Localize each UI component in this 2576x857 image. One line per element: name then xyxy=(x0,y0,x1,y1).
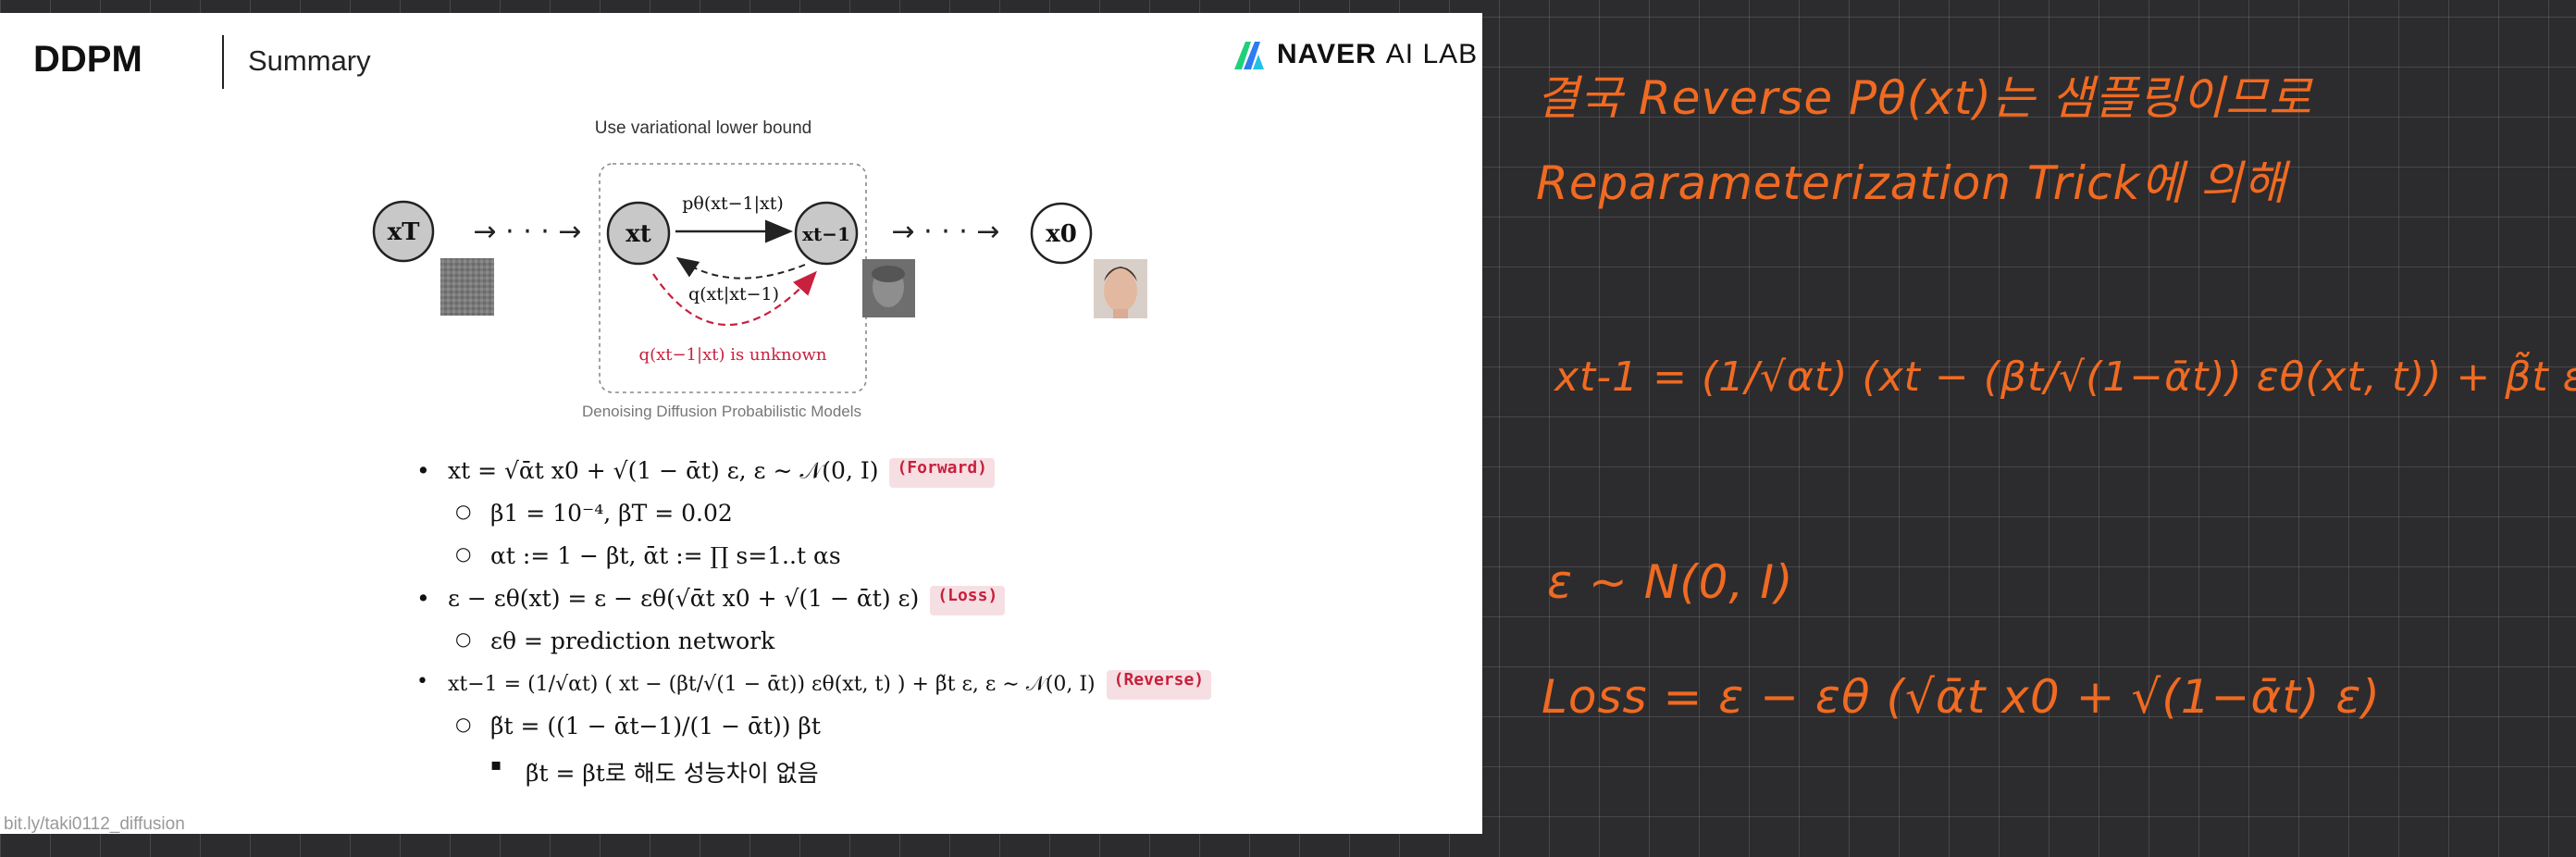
bullet-circle: ○ xyxy=(455,542,472,565)
bullet-circle: ○ xyxy=(455,713,472,735)
node-xt-minus-1-label: xt−1 xyxy=(802,223,850,245)
bullet-dot: • xyxy=(416,670,428,693)
q-forward-arrow xyxy=(675,256,806,279)
equation-loss: • ε − εθ(xt) = ε − εθ(√ᾱt x0 + √(1 − ᾱt)… xyxy=(416,585,1434,627)
ddpm-markov-chain-diagram: Use variational lower bound xT → · · · →… xyxy=(372,118,1147,420)
reverse-tag: (Reverse) xyxy=(1106,670,1212,700)
equation-beta: ○ β1 = 10⁻⁴, βT = 0.02 xyxy=(416,500,1434,542)
equation-beta-tilde: ○ β̃t = ((1 − ᾱt−1)/(1 − ᾱt)) βt xyxy=(416,713,1434,755)
vlb-dashed-box xyxy=(599,163,867,393)
beta-tilde-formula: β̃t = ((1 − ᾱt−1)/(1 − ᾱt)) βt xyxy=(490,713,821,739)
bullet-square: ▪ xyxy=(490,755,502,775)
node-xt-label: xt xyxy=(625,220,651,248)
title-divider xyxy=(222,35,224,89)
forward-tag: (Forward) xyxy=(889,457,996,488)
loss-formula: ε − εθ(xt) = ε − εθ(√ᾱt x0 + √(1 − ᾱt) ε… xyxy=(448,585,920,612)
equation-reverse: • xt−1 = (1/√αt) ( xt − (βt/√(1 − ᾱt)) ε… xyxy=(416,670,1434,713)
node-xT-label: xT xyxy=(388,218,421,246)
unknown-posterior-arrow xyxy=(652,270,817,327)
q-label: q(xt|xt−1) xyxy=(688,284,779,304)
equation-eps-network: ○ εθ = prediction network xyxy=(416,627,1434,670)
slide-subtitle: Summary xyxy=(248,44,371,77)
dots-left: → · · · → xyxy=(473,216,581,248)
generated-face-image xyxy=(1094,259,1147,318)
node-xt-minus-1 xyxy=(794,201,859,266)
unknown-posterior-label: q(xt−1|xt) is unknown xyxy=(639,345,827,365)
partially-denoised-face-image xyxy=(862,259,915,317)
node-x0-label: x0 xyxy=(1046,220,1077,248)
alpha-formula: αt := 1 − βt, ᾱt := ∏ s=1..t αs xyxy=(490,542,841,569)
node-x0 xyxy=(1030,202,1093,265)
equation-list: • xt = √ᾱt x0 + √(1 − ᾱt) ε, ε ∼ 𝒩(0, I)… xyxy=(416,457,1434,798)
equation-alpha: ○ αt := 1 − βt, ᾱt := ∏ s=1..t αs xyxy=(416,542,1434,585)
reverse-formula: xt−1 = (1/√αt) ( xt − (βt/√(1 − ᾱt)) εθ(… xyxy=(448,673,1096,696)
node-xt xyxy=(606,201,671,266)
naver-logo-icon xyxy=(1234,42,1264,69)
forward-formula: xt = √ᾱt x0 + √(1 − ᾱt) ε, ε ∼ 𝒩(0, I) xyxy=(448,457,879,484)
logo-text-naver: NAVER xyxy=(1277,39,1377,69)
bullet-dot: • xyxy=(416,457,430,484)
noise-image xyxy=(440,258,494,316)
beta-formula: β1 = 10⁻⁴, βT = 0.02 xyxy=(490,500,733,527)
equation-beta-tilde-note: ▪ β̃t = βt로 해도 성능차이 없음 xyxy=(416,755,1434,798)
logo-text-ai-lab: AI LAB xyxy=(1385,39,1479,69)
diagram-top-caption: Use variational lower bound xyxy=(595,118,811,138)
p-theta-label: pθ(xt−1|xt) xyxy=(682,193,784,214)
equation-forward: • xt = √ᾱt x0 + √(1 − ᾱt) ε, ε ∼ 𝒩(0, I)… xyxy=(416,457,1434,500)
bullet-circle: ○ xyxy=(455,500,472,522)
naver-ai-lab-logo: NAVER AI LAB xyxy=(1231,33,1478,76)
lecture-slide: DDPM Summary NAVER AI LAB Use variationa… xyxy=(0,13,1482,834)
bullet-dot: • xyxy=(416,585,430,612)
source-watermark: bit.ly/taki0112_diffusion xyxy=(4,814,185,834)
bullet-circle: ○ xyxy=(455,627,472,650)
node-xT xyxy=(372,200,435,263)
loss-tag: (Loss) xyxy=(930,585,1006,615)
slide-title: DDPM xyxy=(33,39,142,80)
beta-tilde-note-text: β̃t = βt로 해도 성능차이 없음 xyxy=(526,760,819,787)
eps-network-text: εθ = prediction network xyxy=(490,627,775,654)
diagram-bottom-caption: Denoising Diffusion Probabilistic Models xyxy=(582,403,861,420)
dots-right: → · · · → xyxy=(891,216,999,248)
